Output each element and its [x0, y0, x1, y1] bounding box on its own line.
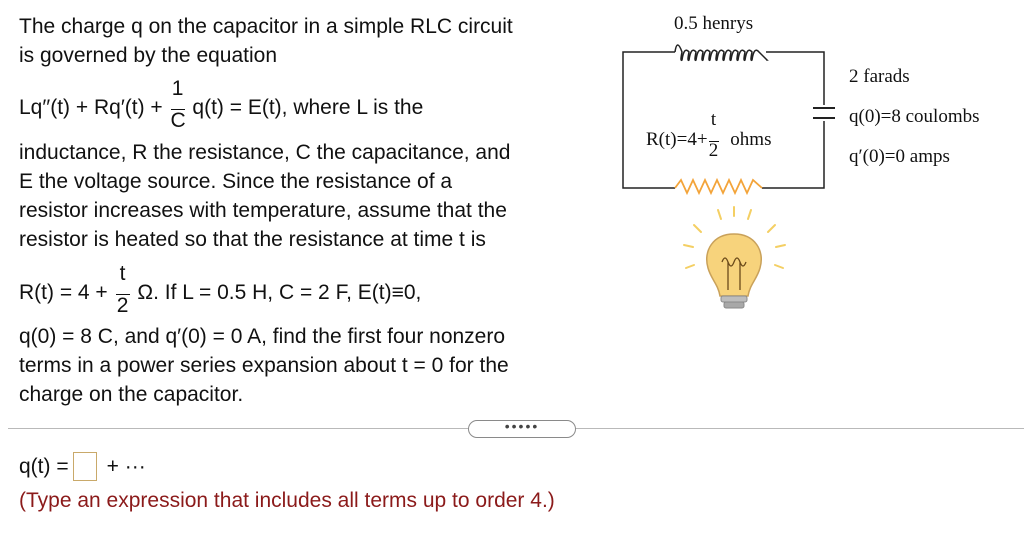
answer-input[interactable]: [72, 452, 97, 481]
equation-line: Lq′′(t) + Rq′(t) + 1 C q(t) = E(t), wher…: [19, 77, 424, 132]
initial-charge-label: q(0)=8 coulombs: [849, 106, 980, 127]
resistance-suffix: Ω. If L = 0.5 H, C = 2 F, E(t)≡0,: [137, 281, 422, 304]
problem-line: inductance, R the resistance, C the capa…: [19, 141, 511, 164]
inductor-label: 0.5 henrys: [674, 13, 754, 34]
ray: [774, 264, 784, 269]
bulb-base: [720, 295, 748, 303]
ray: [767, 224, 776, 233]
ray: [747, 209, 752, 220]
problem-line: q(0) = 8 C, and q′(0) = 0 A, find the fi…: [19, 325, 506, 348]
circuit-wire: [762, 121, 825, 189]
circuit-drawing: [622, 44, 835, 309]
problem-line: terms in a power series expansion about …: [19, 354, 509, 377]
fraction-numerator: t: [710, 109, 717, 130]
ray: [693, 224, 702, 233]
circuit-wire: [622, 51, 675, 189]
fraction-denominator: 2: [708, 140, 719, 161]
problem-line: E the voltage source. Since the resistan…: [19, 170, 453, 193]
expand-toggle-button[interactable]: •••••: [468, 419, 576, 438]
answer-prefix: q(t) =: [19, 455, 69, 478]
fraction-bar: [170, 109, 185, 110]
problem-line: is governed by the equation: [19, 44, 278, 67]
bulb-base: [723, 301, 745, 309]
answer-suffix: + ···: [106, 455, 146, 478]
resistor-label-prefix: R(t)=4+: [646, 129, 708, 150]
resistor-label-unit: ohms: [730, 129, 772, 150]
ray: [717, 209, 722, 220]
problem-line: The charge q on the capacitor in a simpl…: [19, 15, 513, 38]
problem-line: charge on the capacitor.: [19, 383, 244, 406]
bulb-filament: [721, 257, 747, 290]
inductor-coil: [674, 44, 769, 62]
fraction-denominator: 2: [116, 294, 129, 317]
resistor-coil: [674, 177, 763, 196]
initial-current-label: q′(0)=0 amps: [849, 146, 950, 167]
equation-rhs: q(t) = E(t), where L is the: [192, 96, 424, 119]
ray: [685, 264, 695, 269]
equation-lhs: Lq′′(t) + Rq′(t) +: [19, 96, 163, 119]
problem-line: resistor is heated so that the resistanc…: [19, 228, 486, 251]
answer-row: q(t) = + ···: [19, 452, 146, 481]
fraction-t-over-2: t 2: [115, 262, 130, 317]
bulb-glass: [706, 233, 762, 297]
circuit-wire: [766, 51, 825, 105]
ray: [683, 244, 694, 248]
fraction-denominator: C: [170, 109, 186, 132]
problem-line: resistor increases with temperature, ass…: [19, 199, 507, 222]
fraction-one-over-c: 1 C: [170, 77, 186, 132]
resistance-prefix: R(t) = 4 +: [19, 281, 108, 304]
answer-hint: (Type an expression that includes all te…: [19, 489, 555, 512]
ray: [775, 244, 786, 248]
bulb-glow-rays: [683, 206, 786, 269]
fraction-bar: [115, 294, 130, 295]
fraction-numerator: 1: [171, 77, 184, 100]
resistance-line: R(t) = 4 + t 2 Ω. If L = 0.5 H, C = 2 F,…: [19, 262, 422, 317]
fraction-numerator: t: [119, 262, 126, 285]
capacitor-label: 2 farads: [849, 66, 910, 87]
fraction-bar: [708, 141, 719, 142]
